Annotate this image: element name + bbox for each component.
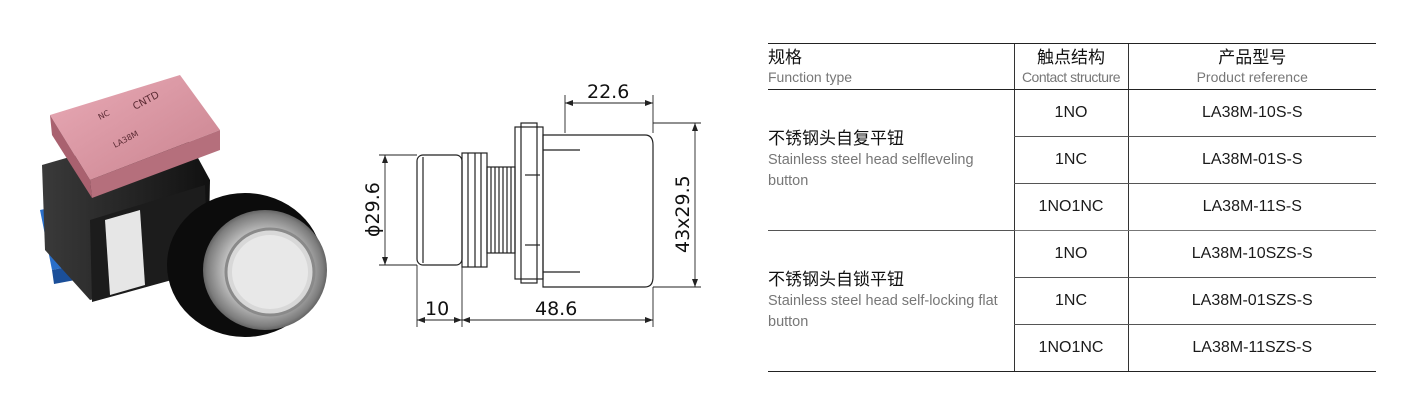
product-photo: CNTD LA38M NC xyxy=(40,75,327,337)
table-row: 1NC LA38M-01S-S xyxy=(768,136,1376,184)
group-name-en: Stainless steel head selfleveling button xyxy=(768,152,974,189)
group-name-zh: 不锈钢头自锁平钮 xyxy=(768,270,904,289)
header-contact-structure-en: Contact structure xyxy=(1021,68,1121,85)
header-function-type-zh: 规格 xyxy=(768,47,802,67)
spec-table: 规格 Function type 触点结构 Contact structure … xyxy=(768,43,1376,372)
model-cell: LA38M-01SZS-S xyxy=(1127,277,1376,325)
table-row: 不锈钢头自复平钮 Stainless steel head selfleveli… xyxy=(768,89,1376,231)
dimension-drawing: 22.6 ϕ29.6 43x29.5 10 48.6 xyxy=(362,81,701,327)
model-cell: LA38M-01S-S xyxy=(1127,136,1376,184)
model-cell: LA38M-10SZS-S xyxy=(1127,230,1376,278)
model-cell: LA38M-11S-S xyxy=(1127,183,1376,231)
header-product-reference-en: Product reference xyxy=(1196,68,1308,85)
group-name-en: Stainless steel head self-locking flat b… xyxy=(768,293,998,330)
contact-cell: 1NO1NC xyxy=(1013,324,1128,372)
header-contact-structure: 触点结构 Contact structure xyxy=(1013,43,1128,90)
header-function-type: 规格 Function type xyxy=(768,43,1014,90)
contact-cell: 1NO xyxy=(1013,89,1128,137)
contact-cell: 1NC xyxy=(1013,277,1128,325)
contact-cell: 1NC xyxy=(1013,136,1128,184)
contact-cell: 1NO xyxy=(1013,230,1128,278)
model-cell: LA38M-11SZS-S xyxy=(1127,324,1376,372)
table-row: 1NC LA38M-01SZS-S xyxy=(768,277,1376,325)
group-name-zh: 不锈钢头自复平钮 xyxy=(768,129,904,148)
group-self-locking: 不锈钢头自锁平钮 Stainless steel head self-locki… xyxy=(768,230,1014,372)
model-cell: LA38M-10S-S xyxy=(1127,89,1376,137)
group-selfleveling: 不锈钢头自复平钮 Stainless steel head selfleveli… xyxy=(768,89,1014,231)
contact-cell: 1NO1NC xyxy=(1013,183,1128,231)
dim-top: 22.6 xyxy=(587,81,629,103)
table-header-row: 规格 Function type 触点结构 Contact structure … xyxy=(768,43,1376,90)
dim-left: ϕ29.6 xyxy=(362,182,384,237)
dim-bottom-large: 48.6 xyxy=(535,298,577,320)
table-row: 不锈钢头自锁平钮 Stainless steel head self-locki… xyxy=(768,230,1376,372)
header-product-reference: 产品型号 Product reference xyxy=(1127,43,1376,90)
dim-bottom-small: 10 xyxy=(425,298,449,320)
table-row: 1NO1NC LA38M-11S-S xyxy=(768,183,1376,231)
header-product-reference-zh: 产品型号 xyxy=(1218,47,1287,67)
header-function-type-en: Function type xyxy=(768,68,853,85)
header-contact-structure-zh: 触点结构 xyxy=(1037,47,1105,67)
dim-right: 43x29.5 xyxy=(672,175,694,253)
table-row: 1NO1NC LA38M-11SZS-S xyxy=(768,324,1376,372)
